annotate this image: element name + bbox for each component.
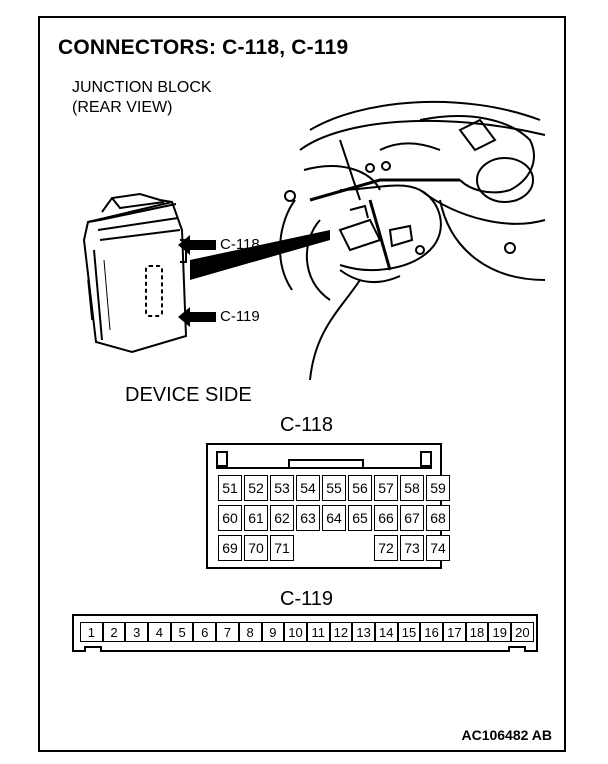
junction-block-illustration — [82, 100, 546, 380]
c118-pin: 69 — [218, 535, 242, 561]
c119-pin: 2 — [102, 622, 126, 642]
page-title: CONNECTORS: C-118, C-119 — [58, 36, 349, 59]
figure-code: AC106482 AB — [461, 727, 552, 743]
c118-empty-slot — [322, 535, 346, 561]
c118-empty-slot — [348, 535, 372, 561]
c118-pin: 52 — [244, 475, 268, 501]
junction-block-line1: JUNCTION BLOCK — [72, 79, 212, 96]
c119-pin: 8 — [238, 622, 262, 642]
c118-pin: 68 — [426, 505, 450, 531]
c119-pin: 9 — [261, 622, 285, 642]
connector-inner-edge — [216, 467, 432, 469]
connector-lug-right — [420, 451, 432, 467]
connector-tab-right — [508, 646, 526, 652]
callout-c118: C-118 — [220, 236, 260, 253]
c118-pin: 70 — [244, 535, 268, 561]
c118-pin: 67 — [400, 505, 424, 531]
c118-pin: 60 — [218, 505, 242, 531]
c119-pin: 7 — [216, 622, 239, 642]
connector-tab-left — [84, 646, 102, 652]
c119-pin: 12 — [329, 622, 353, 642]
c119-pin: 4 — [148, 622, 171, 642]
c119-label: C-119 — [280, 588, 333, 610]
c118-pin: 72 — [374, 535, 398, 561]
c118-pin: 61 — [244, 505, 268, 531]
c118-pin: 53 — [270, 475, 294, 501]
c118-pin: 56 — [348, 475, 372, 501]
junction-block-line2: (REAR VIEW) — [72, 99, 173, 116]
c119-pin: 10 — [284, 622, 307, 642]
c119-pin: 5 — [170, 622, 194, 642]
connector-key — [288, 459, 364, 467]
c118-pin: 65 — [348, 505, 372, 531]
c118-pin: 62 — [270, 505, 294, 531]
c119-pin: 14 — [374, 622, 398, 642]
c118-label: C-118 — [280, 414, 333, 436]
c119-pin: 3 — [125, 622, 149, 642]
c118-pin: 55 — [322, 475, 346, 501]
c118-pin: 74 — [426, 535, 450, 561]
c119-pin: 6 — [193, 622, 217, 642]
junction-block-label: JUNCTION BLOCK (REAR VIEW) — [72, 78, 212, 118]
c119-pin: 16 — [420, 622, 443, 642]
c118-pin: 73 — [400, 535, 424, 561]
c119-pin: 20 — [511, 622, 534, 642]
connector-lug-left — [216, 451, 228, 467]
c119-pin: 17 — [443, 622, 466, 642]
c118-pin: 51 — [218, 475, 242, 501]
c119-pin: 19 — [488, 622, 512, 642]
c118-empty-slot — [296, 535, 320, 561]
c118-pin: 54 — [296, 475, 320, 501]
c118-pin: 57 — [374, 475, 398, 501]
device-side-label: DEVICE SIDE — [125, 384, 252, 406]
c118-pin: 64 — [322, 505, 346, 531]
c119-pin: 13 — [352, 622, 375, 642]
callout-c119: C-119 — [220, 308, 260, 325]
c118-pin: 66 — [374, 505, 398, 531]
c118-pin: 58 — [400, 475, 424, 501]
c118-pin: 59 — [426, 475, 450, 501]
c119-pin: 1 — [80, 622, 103, 642]
c118-pin: 63 — [296, 505, 320, 531]
c119-pin: 11 — [306, 622, 330, 642]
c119-pin: 15 — [397, 622, 421, 642]
c119-pin: 18 — [465, 622, 489, 642]
c118-pin: 71 — [270, 535, 294, 561]
